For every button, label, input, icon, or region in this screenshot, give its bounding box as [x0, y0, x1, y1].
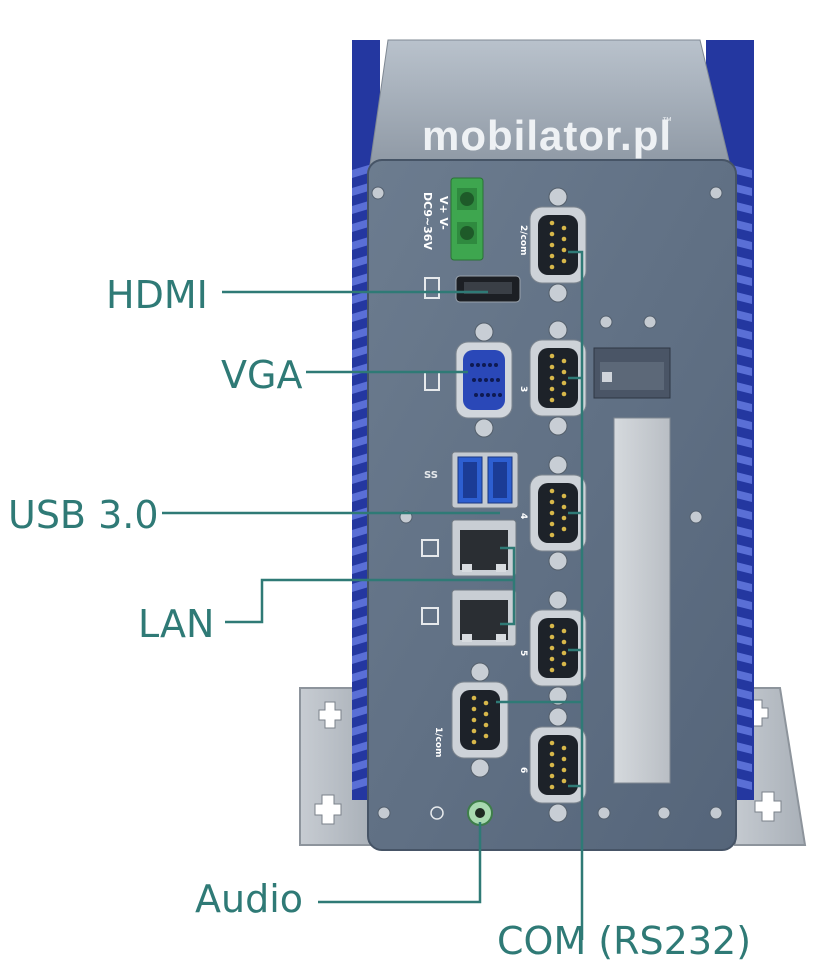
power-rating-label: DC9~36V: [421, 192, 434, 250]
hdmi-port: [424, 275, 521, 303]
callout-com: COM (RS232): [497, 919, 752, 963]
power-terminal-block: V+ V- DC9~36V: [421, 177, 484, 261]
leader-lines: [162, 250, 584, 940]
com-mark-2: 2/com: [518, 225, 528, 255]
trademark-mark: ™: [662, 116, 672, 127]
com-mark-4: 4: [518, 513, 528, 519]
lan-port-1: [421, 519, 517, 577]
com-port-1: [451, 662, 509, 778]
expansion-slot-cover: [613, 417, 671, 784]
top-lid: mobilator.pl ™: [369, 39, 731, 166]
com-mark-5: 5: [518, 650, 528, 656]
com-port-6: [529, 707, 587, 823]
brand-logo: mobilator.pl: [422, 112, 672, 159]
callout-audio: Audio: [195, 877, 304, 921]
faceplate-screws: [371, 186, 723, 820]
com-port-5: [529, 590, 587, 706]
com-mark-1: 1/com: [433, 727, 443, 757]
audio-leader-line: [318, 822, 482, 904]
expansion-latch: [593, 347, 671, 399]
com-leader-line: [496, 250, 584, 940]
callout-hdmi: HDMI: [106, 273, 208, 317]
com-port-3: [529, 320, 587, 436]
lan-leader-line: [225, 546, 516, 626]
callout-vga: VGA: [221, 353, 303, 397]
callout-usb: USB 3.0: [8, 493, 159, 537]
callout-lan: LAN: [138, 602, 215, 646]
com-mark-6: 6: [518, 767, 528, 773]
svg-text:SS: SS: [424, 470, 438, 481]
com-mark-3: 3: [518, 386, 528, 392]
power-polarity-label: V+ V-: [437, 196, 450, 230]
com-port-2: [529, 187, 587, 303]
lan-port-2: [421, 589, 517, 647]
com-port-marks: 2/com 3 4 5 1/com 6: [433, 225, 528, 773]
usb3-ports: SS: [424, 451, 519, 509]
com-port-4: [529, 455, 587, 571]
